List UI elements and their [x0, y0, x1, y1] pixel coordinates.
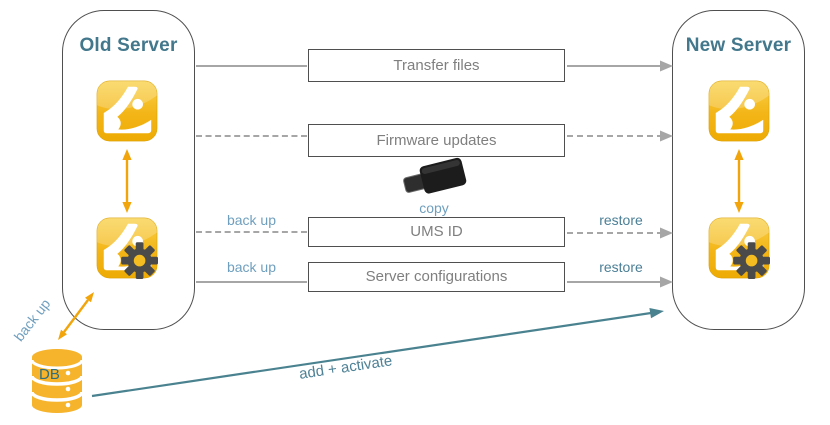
ums-console-icon-new: [708, 80, 770, 142]
ums-id-line-left: [196, 231, 307, 233]
server-configs-line-left: [196, 281, 307, 283]
restore-label-config: restore: [599, 259, 643, 275]
sync-arrow-old: [122, 149, 132, 213]
db-label: DB: [39, 366, 60, 383]
restore-label-ums: restore: [599, 212, 643, 228]
copy-label: copy: [419, 200, 449, 216]
backup-label-ums: back up: [226, 212, 277, 228]
transfer-files-arrow-right: [567, 60, 673, 72]
ums-config-icon-new: [708, 217, 770, 279]
firmware-updates-box: Firmware updates: [308, 124, 565, 157]
transfer-files-line-left: [196, 65, 307, 67]
ums-id-box: UMS ID: [308, 217, 565, 247]
firmware-updates-label: Firmware updates: [376, 132, 497, 149]
database-icon: DB: [30, 349, 84, 413]
ums-config-icon-old: [96, 217, 158, 279]
transfer-files-box: Transfer files: [308, 49, 565, 82]
ums-id-label: UMS ID: [410, 223, 463, 240]
db-backup-arrow: [58, 292, 94, 340]
server-configs-label: Server configurations: [365, 268, 508, 285]
transfer-files-label: Transfer files: [393, 57, 480, 74]
sync-arrow-new: [734, 149, 744, 213]
ums-console-icon-old: [96, 80, 158, 142]
server-configs-arrow-right: [567, 276, 673, 288]
firmware-updates-arrow-right: [567, 130, 673, 142]
firmware-updates-line-left: [196, 135, 307, 137]
backup-label-config: back up: [226, 259, 277, 275]
usb-stick-icon: [403, 157, 467, 194]
new-server-title: New Server: [685, 35, 792, 56]
add-activate-arrow: [91, 308, 664, 398]
ums-id-arrow-right: [567, 227, 673, 239]
server-configs-box: Server configurations: [308, 262, 565, 292]
old-server-title: Old Server: [79, 35, 178, 56]
